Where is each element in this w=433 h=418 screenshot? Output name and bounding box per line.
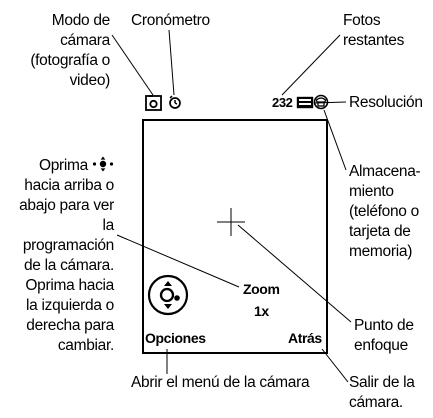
line-exit (321, 348, 349, 383)
label-storage: Almacena- miento (teléfono o tarjeta de … (349, 163, 421, 260)
focus-crosshair-icon (217, 208, 245, 236)
softkey-back[interactable]: Atrás (288, 330, 322, 346)
label-focus-point: Punto de enfoque (354, 317, 414, 354)
camera-mode-icon (145, 94, 162, 111)
camera-viewfinder-screen (142, 119, 328, 353)
label-resolution: Resolución (349, 94, 423, 111)
resolution-icon (296, 96, 314, 109)
line-storage (323, 109, 347, 171)
line-focus-point (237, 224, 352, 323)
nav-key-icon (92, 156, 114, 172)
softkey-options[interactable]: Opciones (145, 330, 206, 346)
zoom-value: 1x (254, 303, 269, 319)
label-timer: Cronómetro (131, 12, 210, 29)
zoom-label: Zoom (243, 281, 280, 297)
label-camera-mode: Modo de cámara (fotografía o video) (30, 12, 110, 89)
label-photos-remaining: Fotos restantes (343, 12, 405, 49)
timer-icon (167, 94, 183, 110)
line-camera-mode (111, 34, 154, 96)
line-photos-remaining (281, 34, 341, 96)
line-nav-instructions (116, 234, 240, 288)
nav-center-icon (147, 274, 189, 316)
photos-remaining-count: 232 (272, 95, 293, 110)
label-open-menu: Abrir el menú de la cámara (131, 374, 310, 391)
label-nav-instructions: Oprima hacia arriba o abajo para ver la … (0, 156, 114, 356)
oprima-line: Oprima (0, 156, 114, 176)
label-exit-camera: Salir de la cámara. (349, 374, 415, 411)
line-timer (168, 29, 175, 96)
line-resolution (313, 101, 347, 104)
screen-bottom-line (142, 352, 328, 354)
